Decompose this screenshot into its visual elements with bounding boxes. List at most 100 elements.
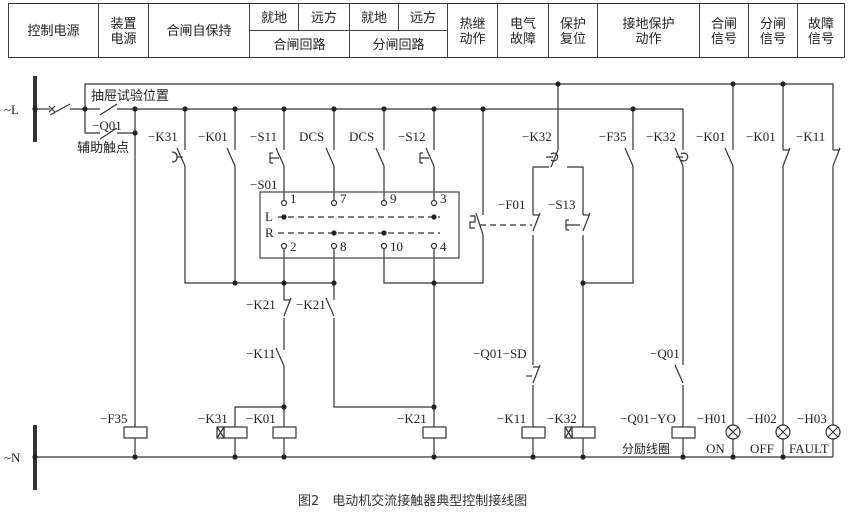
- wire: [567, 166, 584, 215]
- label-f01: −F01: [498, 197, 526, 212]
- junction-dot: [331, 280, 337, 286]
- wire: [532, 166, 549, 215]
- pushbutton-actuator-icon: [565, 219, 580, 231]
- junction-dot: [281, 404, 287, 410]
- terminal: [280, 242, 288, 250]
- figure-caption: 图2 电动机交流接触器典型控制接线图: [298, 493, 527, 509]
- coil-k31: [223, 426, 248, 439]
- terminal-4: 4: [440, 239, 447, 254]
- label-f35: −F35: [599, 129, 627, 144]
- junction-dot: [182, 106, 188, 112]
- hdr-thermal-relay: 热继动作: [447, 3, 498, 58]
- junction-dot: [431, 404, 437, 410]
- coil-label-q01-yo: −Q01−YO: [620, 411, 676, 426]
- lamp-state-fault: FAULT: [789, 441, 829, 456]
- junction-dot: [132, 106, 138, 112]
- coil-label-k31: −K31: [198, 411, 228, 426]
- timer-delay-icon: [171, 151, 183, 163]
- selector-switch-s01-box: [259, 191, 460, 259]
- hdr-open-signal: 分闸信号: [748, 3, 798, 58]
- k21-no-contact: [325, 297, 335, 317]
- shunt-coil-label: 分励线圈: [622, 442, 670, 456]
- junction-dot: [232, 454, 238, 460]
- coil-label-f35: −F35: [100, 411, 128, 426]
- k11-no-contact: [275, 347, 285, 367]
- hdr-close-self-hold: 合闸自保持: [148, 3, 250, 58]
- lamp-h02-cross: [777, 426, 789, 438]
- coil-label-k11: −K11: [497, 411, 526, 426]
- lamp-h01-cross: [727, 426, 739, 438]
- junction-dot: [132, 130, 138, 136]
- lamp-label-h02: −H02: [747, 411, 777, 426]
- hdr-device-power: 装置电源: [98, 3, 149, 58]
- bus-l-label: ~L: [4, 102, 19, 117]
- junction-dot: [530, 454, 536, 460]
- k01-contact: [226, 147, 236, 167]
- row-l-label: L: [265, 209, 273, 224]
- breaker-contact: [49, 103, 71, 116]
- junction-dot: [780, 454, 786, 460]
- pushbutton-actuator-icon: [419, 152, 429, 164]
- terminal: [330, 242, 338, 250]
- coil-k21: [422, 426, 447, 439]
- junction-dot: [431, 280, 437, 286]
- label-k01-b: −K01: [696, 129, 726, 144]
- terminal: [380, 242, 388, 250]
- junction-dot: [580, 280, 586, 286]
- coil-k31-x: [216, 426, 225, 439]
- breaker-x-mark: [48, 105, 56, 113]
- coil-f35: [123, 426, 148, 439]
- junction-dot: [232, 106, 238, 112]
- s12-pushbutton: [425, 147, 435, 167]
- terminal: [380, 199, 388, 207]
- f01-contact: [475, 212, 484, 236]
- hdr-close-circuit: 合闸回路: [249, 30, 350, 58]
- junction-dot: [281, 214, 287, 220]
- label-k01: −K01: [198, 129, 228, 144]
- function-header-table: 控制电源 装置电源 合闸自保持 就地 远方 就地 远方 热继动作 电气故障 保护…: [8, 3, 845, 58]
- terminal-2: 2: [290, 239, 297, 254]
- label-k32-b: −K32: [646, 129, 676, 144]
- row-r-label: R: [265, 225, 274, 240]
- coil-k32-x: [564, 426, 573, 439]
- terminal-10: 10: [390, 239, 403, 254]
- k32-actuator-icon: [546, 152, 559, 162]
- wire: [84, 109, 100, 134]
- label-s01: −S01: [250, 177, 278, 192]
- q01-main-label: −Q01: [92, 118, 122, 133]
- hdr-electrical-fault: 电气故障: [497, 3, 549, 58]
- terminal-8: 8: [340, 239, 347, 254]
- pushbutton-actuator-icon: [269, 152, 279, 164]
- aux-contact-label: 辅助触点: [77, 140, 129, 155]
- s13-nc-contact: [582, 212, 591, 232]
- hdr-local-1: 就地: [249, 3, 299, 31]
- label-k11: −K11: [796, 129, 825, 144]
- junction-dot: [132, 454, 138, 460]
- coil-label-k21: −K21: [397, 411, 427, 426]
- junction-dot: [281, 106, 287, 112]
- label-s11: −S11: [250, 129, 277, 144]
- hdr-remote-2: 远方: [398, 3, 448, 31]
- junction-dot: [381, 230, 387, 236]
- coil-labels: −F35 −K31 −K01 −K21 −K11 −K32 −Q01−YO: [100, 411, 676, 426]
- junction-dot: [730, 454, 736, 460]
- label-s12: −S12: [398, 129, 426, 144]
- k32-actuator-icon: [676, 152, 689, 162]
- hdr-open-circuit: 分闸回路: [349, 30, 448, 58]
- label-dcs-1: DCS: [299, 129, 324, 144]
- hdr-ground-protection: 接地保护动作: [597, 3, 700, 58]
- wire: [333, 318, 434, 408]
- s11-pushbutton: [275, 147, 285, 167]
- junction-dot: [331, 230, 337, 236]
- junction-dot: [32, 106, 38, 112]
- wire: [234, 406, 284, 427]
- junction-dot: [780, 81, 786, 87]
- hdr-close-signal: 合闸信号: [699, 3, 749, 58]
- junction-dot: [281, 454, 287, 460]
- junction-dot: [431, 106, 437, 112]
- junction-dot: [555, 81, 561, 87]
- coil-label-k01: −K01: [246, 411, 276, 426]
- dcs-open-contact: [375, 147, 385, 167]
- junction-dot: [680, 454, 686, 460]
- q01-main-contact: [99, 103, 118, 116]
